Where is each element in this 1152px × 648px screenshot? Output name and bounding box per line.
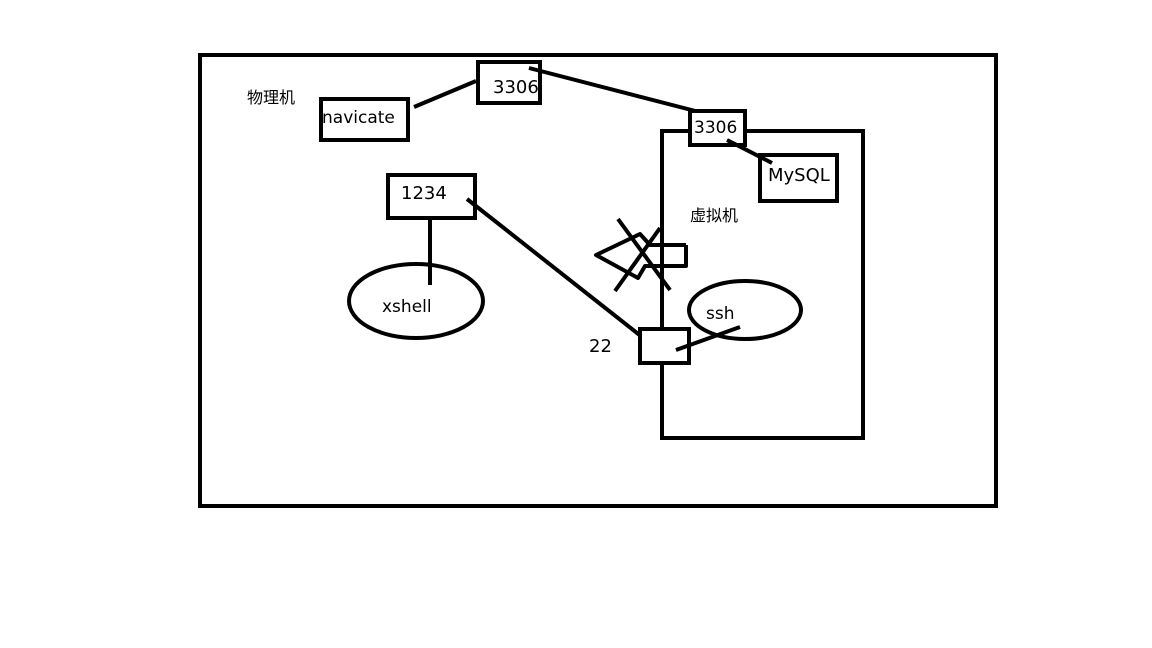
mysql-box (758, 153, 839, 203)
cross-stroke-1 (616, 217, 672, 292)
xshell-label: xshell (382, 297, 432, 317)
cross-stroke-2 (613, 226, 662, 293)
virtual-machine-frame (660, 129, 865, 440)
navicat-to-host-3306-line (413, 79, 477, 109)
physical-machine-label: 物理机 (247, 88, 295, 107)
physical-machine-frame (198, 53, 998, 508)
virtual-machine-label: 虚拟机 (690, 206, 738, 225)
vm-port-3306-label: 3306 (694, 118, 737, 138)
crossed-arrow-icon (594, 217, 688, 293)
host-3306-to-vm-3306-line (528, 66, 708, 116)
vm-22-to-ssh-line (675, 325, 741, 352)
vm-3306-to-mysql-line (726, 138, 773, 165)
mysql-label: MySQL (768, 165, 830, 186)
ssh-ellipse (687, 279, 803, 341)
host-port-1234-box (386, 173, 477, 220)
navicat-box (319, 97, 410, 142)
xshell-ellipse (347, 262, 485, 340)
vm-port-22-box (638, 327, 691, 365)
host-port-1234-label: 1234 (401, 183, 447, 204)
host-1234-to-vm-22-line (465, 197, 653, 346)
vm-port-22-label: 22 (589, 336, 612, 357)
vm-port-3306-box (688, 109, 747, 147)
host-port-3306-label: 3306 (493, 77, 539, 98)
navicat-label: navicate (322, 108, 395, 128)
host-port-3306-box (476, 60, 542, 105)
ssh-label: ssh (706, 304, 735, 324)
